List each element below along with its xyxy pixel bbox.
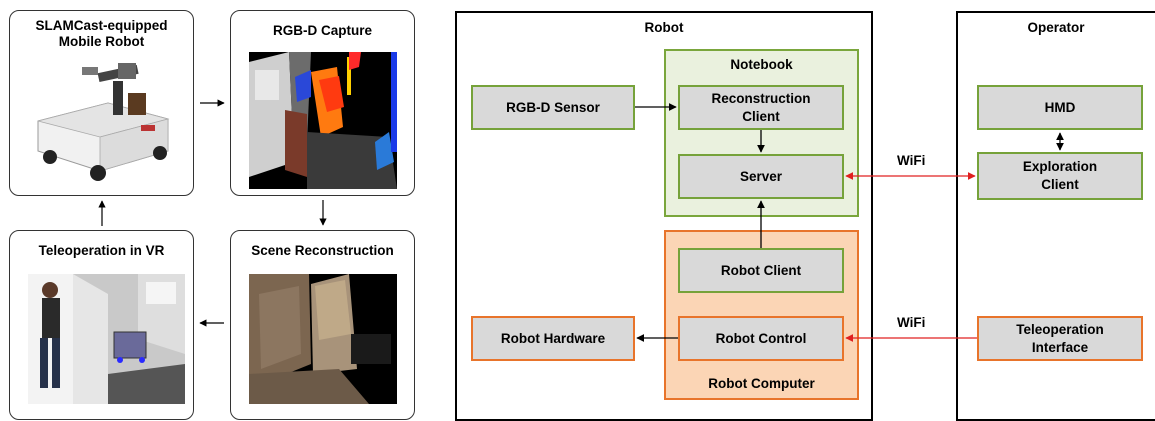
- wifi-label-bottom: WiFi: [897, 315, 926, 330]
- rgbd-depth-image: [249, 52, 397, 189]
- server-box: Server: [678, 154, 844, 199]
- panel-rgbd-capture: RGB-D Capture: [230, 10, 415, 196]
- notebook-title: Notebook: [730, 57, 793, 72]
- architecture-arrows: [635, 103, 1064, 342]
- robot-frame-title: Robot: [644, 20, 684, 35]
- robot-illustration: [37, 63, 170, 181]
- wifi-label-top: WiFi: [897, 153, 926, 168]
- reconstruction-client-box: Reconstruction Client: [678, 85, 844, 130]
- rgbd-sensor-box: RGB-D Sensor: [471, 85, 635, 130]
- panel-title-teleoperation-vr: Teleoperation in VR: [38, 243, 165, 258]
- panel-title-scene-reconstruction: Scene Reconstruction: [251, 243, 394, 258]
- panel-teleoperation-vr: Teleoperation in VR: [9, 230, 194, 420]
- vr-teleoperation-photo: [28, 274, 185, 404]
- pipeline-arrows: [98, 99, 327, 327]
- panel-scene-reconstruction: Scene Reconstruction: [230, 230, 415, 420]
- robot-hardware-box: Robot Hardware: [471, 316, 635, 361]
- teleoperation-interface-box: Teleoperation Interface: [977, 316, 1143, 361]
- exploration-client-box: Exploration Client: [977, 152, 1143, 200]
- panel-title-mobile-robot: SLAMCast-equipped Mobile Robot: [35, 18, 168, 49]
- robot-photo: [28, 61, 178, 189]
- panel-mobile-robot: SLAMCast-equipped Mobile Robot: [9, 10, 194, 196]
- robot-client-box: Robot Client: [678, 248, 844, 293]
- figure: SLAMCast-equipped Mobile Robot: [9, 10, 1155, 421]
- robot-computer-title: Robot Computer: [708, 376, 815, 391]
- panel-title-rgbd-capture: RGB-D Capture: [272, 23, 372, 38]
- robot-control-box: Robot Control: [678, 316, 844, 361]
- operator-frame-title: Operator: [1027, 20, 1085, 35]
- reconstruction-image: [249, 274, 397, 404]
- hmd-box: HMD: [977, 85, 1143, 130]
